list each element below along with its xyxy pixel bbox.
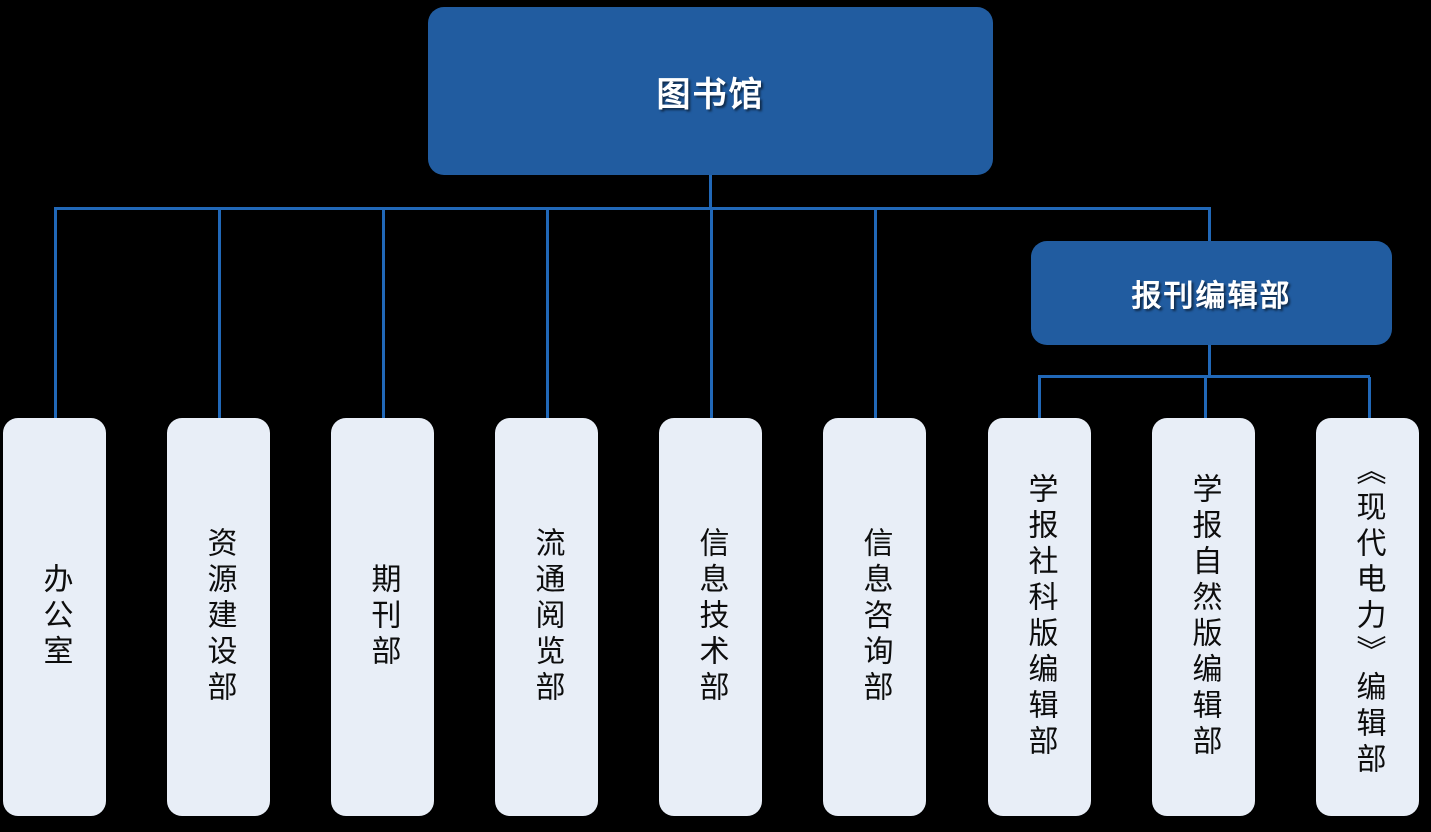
connector-root-stem — [709, 175, 712, 210]
connector-main-bus — [54, 207, 1209, 210]
org-node-root[interactable]: 图书馆 — [428, 7, 993, 175]
org-node-leaf-3[interactable]: 期刊部 — [331, 418, 434, 816]
connector-drop-sub-2 — [1204, 377, 1207, 418]
org-node-leaf-label-1: 办公室 — [38, 563, 72, 671]
org-node-leaf-label-6: 信息咨询部 — [858, 527, 892, 707]
org-node-leaf-label-2: 资源建设部 — [202, 527, 236, 707]
connector-branch-down — [1208, 345, 1211, 377]
connector-drop-main-3 — [382, 209, 385, 418]
connector-drop-sub-3 — [1368, 377, 1371, 418]
org-node-leaf-4[interactable]: 流通阅览部 — [495, 418, 598, 816]
connector-drop-main-5 — [710, 209, 713, 418]
org-node-leaf-label-8: 学报自然版编辑部 — [1187, 473, 1221, 761]
org-node-leaf-label-5: 信息技术部 — [694, 527, 728, 707]
org-node-leaf-1[interactable]: 办公室 — [3, 418, 106, 816]
org-node-branch-label: 报刊编辑部 — [1131, 280, 1292, 313]
org-node-leaf-5[interactable]: 信息技术部 — [659, 418, 762, 816]
connector-drop-main-4 — [546, 209, 549, 418]
org-node-leaf-label-9: 《现代电力》编辑部 — [1351, 455, 1385, 779]
connector-branch-stem — [1208, 207, 1211, 243]
org-node-branch-periodical-editorial[interactable]: 报刊编辑部 — [1031, 241, 1392, 345]
connector-drop-sub-1 — [1038, 377, 1041, 418]
connector-sub-bus — [1038, 375, 1370, 378]
connector-drop-main-6 — [874, 209, 877, 418]
org-node-leaf-label-7: 学报社科版编辑部 — [1023, 473, 1057, 761]
org-node-leaf-2[interactable]: 资源建设部 — [167, 418, 270, 816]
org-node-leaf-8[interactable]: 学报自然版编辑部 — [1152, 418, 1255, 816]
connector-drop-main-1 — [54, 209, 57, 418]
org-node-leaf-7[interactable]: 学报社科版编辑部 — [988, 418, 1091, 816]
org-node-leaf-label-3: 期刊部 — [366, 563, 400, 671]
org-node-leaf-label-4: 流通阅览部 — [530, 527, 564, 707]
org-node-root-label: 图书馆 — [656, 75, 765, 114]
org-node-leaf-6[interactable]: 信息咨询部 — [823, 418, 926, 816]
org-node-leaf-9[interactable]: 《现代电力》编辑部 — [1316, 418, 1419, 816]
connector-drop-main-2 — [218, 209, 221, 418]
